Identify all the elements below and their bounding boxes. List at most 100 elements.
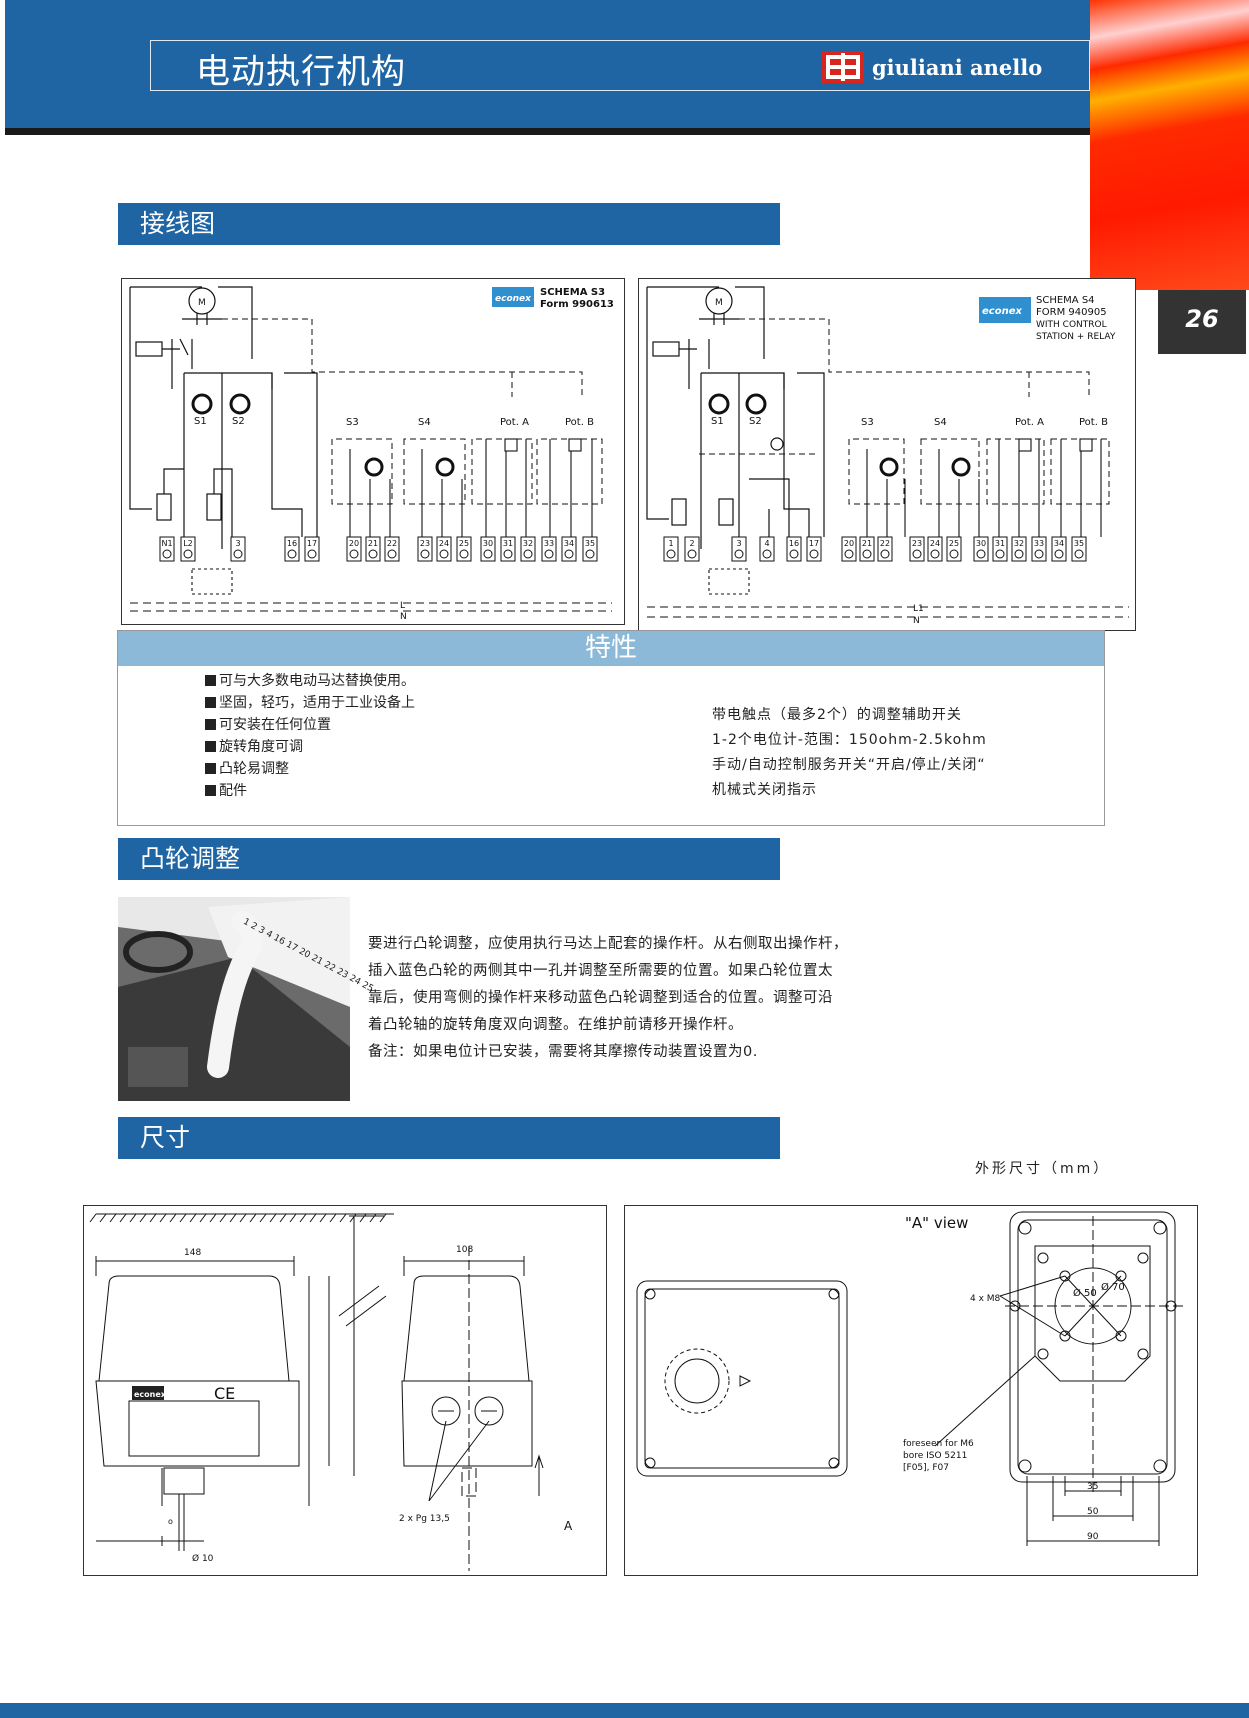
dim-arrow-a: A bbox=[564, 1519, 573, 1533]
terminal-label: 3 bbox=[235, 539, 240, 548]
dimension-drawing-side: econex CE 148 108 Ø 10 o 2 x Pg 13,5 A bbox=[83, 1205, 607, 1576]
s4-label-s1: S1 bbox=[711, 416, 724, 427]
dimensions-unit-note: 外形尺寸（mm） bbox=[975, 1161, 1111, 1177]
terminal-label: 16 bbox=[287, 539, 297, 548]
s3-label-motor: M bbox=[198, 298, 206, 308]
terminal-screw-icon bbox=[420, 549, 430, 559]
terminal-label: 30 bbox=[483, 539, 493, 548]
cam-line: 插入蓝色凸轮的两侧其中一孔并调整至所需要的位置。如果凸轮位置太 bbox=[368, 963, 833, 979]
terminal-label: L2 bbox=[183, 539, 193, 548]
terminal-label: 30 bbox=[976, 539, 986, 548]
s3-label-s3: S3 bbox=[346, 417, 359, 428]
terminal-screw-icon bbox=[762, 549, 772, 559]
terminal-screw-icon bbox=[585, 549, 595, 559]
terminal-label: 4 bbox=[764, 539, 769, 548]
dim-shaft-dia: Ø 10 bbox=[192, 1553, 214, 1564]
features-right-list: 带电触点（最多2个）的调整辅助开关 1-2个电位计-范围：150ohm-2.5k… bbox=[712, 703, 987, 803]
terminal-label: 33 bbox=[544, 539, 554, 548]
s3-form-label: Form 990613 bbox=[540, 299, 614, 310]
terminal-screw-icon bbox=[912, 549, 922, 559]
dim-bolt-label: 4 x M8 bbox=[970, 1294, 1001, 1304]
footer-band bbox=[0, 1703, 1249, 1718]
s4-form-label: FORM 940905 bbox=[1036, 307, 1107, 318]
terminal-label: 22 bbox=[387, 539, 397, 548]
dim-50: 50 bbox=[1087, 1507, 1099, 1517]
title-frame bbox=[150, 40, 1090, 91]
feature-right-item: 机械式关闭指示 bbox=[712, 782, 817, 798]
s3-schema-label: SCHEMA S3 bbox=[540, 287, 605, 298]
s4-label-n: N bbox=[913, 616, 920, 626]
section-heading-wiring: 接线图 bbox=[118, 203, 780, 245]
cam-photo: 1 2 3 4 16 17 20 21 22 23 24 25 bbox=[118, 897, 375, 1101]
cam-line: 靠后，使用弯侧的操作杆来移动蓝色凸轮调整到适合的位置。调整可沿 bbox=[368, 990, 833, 1006]
s3-label-pota: Pot. A bbox=[500, 417, 529, 428]
s3-label-potb: Pot. B bbox=[565, 417, 594, 428]
dim-shaft-mark: o bbox=[168, 1517, 173, 1526]
terminal-screw-icon bbox=[349, 549, 359, 559]
terminal-label: 24 bbox=[930, 539, 940, 548]
terminal-label: 35 bbox=[1074, 539, 1084, 548]
page-title: 电动执行机构 bbox=[196, 52, 406, 92]
features-heading: 特性 bbox=[118, 631, 1104, 666]
brand-name: giuliani anello bbox=[872, 54, 1043, 80]
terminal-screw-icon bbox=[1034, 549, 1044, 559]
feature-item: 坚固，轻巧，适用于工业设备上 bbox=[205, 692, 415, 714]
section-heading-dimensions: 尺寸 bbox=[118, 1117, 780, 1159]
terminal-screw-icon bbox=[503, 549, 513, 559]
terminal-screw-icon bbox=[287, 549, 297, 559]
dim-90: 90 bbox=[1087, 1532, 1099, 1542]
terminal-screw-icon bbox=[687, 549, 697, 559]
terminal-screw-icon bbox=[483, 549, 493, 559]
terminal-screw-icon bbox=[523, 549, 533, 559]
terminal-screw-icon bbox=[809, 549, 819, 559]
terminal-label: 21 bbox=[368, 539, 378, 548]
terminal-screw-icon bbox=[930, 549, 940, 559]
cam-line: 要进行凸轮调整，应使用执行马达上配套的操作杆。从右侧取出操作杆， bbox=[368, 936, 848, 952]
terminal-screw-icon bbox=[307, 549, 317, 559]
terminal-screw-icon bbox=[387, 549, 397, 559]
terminal-screw-icon bbox=[844, 549, 854, 559]
terminal-screw-icon bbox=[439, 549, 449, 559]
feature-item: 可与大多数电动马达替换使用。 bbox=[205, 670, 415, 692]
terminal-screw-icon bbox=[459, 549, 469, 559]
s4-note2: STATION + RELAY bbox=[1036, 332, 1116, 342]
terminal-label: 17 bbox=[307, 539, 317, 548]
header-divider bbox=[5, 128, 1165, 135]
features-box bbox=[117, 630, 1105, 826]
s3-label-s2: S2 bbox=[232, 416, 245, 427]
feature-right-item: 带电触点（最多2个）的调整辅助开关 bbox=[712, 707, 962, 723]
dim-note-1: foreseen for M6 bbox=[903, 1439, 974, 1449]
terminal-label: 32 bbox=[523, 539, 533, 548]
section-heading-cam: 凸轮调整 bbox=[118, 838, 780, 880]
s4-label-motor: M bbox=[715, 298, 723, 308]
s4-label-potb: Pot. B bbox=[1079, 417, 1108, 428]
feature-item: 旋转角度可调 bbox=[205, 736, 415, 758]
page-number-box bbox=[1158, 290, 1246, 354]
header-band bbox=[5, 0, 1090, 130]
s4-label-pota: Pot. A bbox=[1015, 417, 1044, 428]
terminal-screw-icon bbox=[1054, 549, 1064, 559]
s3-label-l: L bbox=[400, 601, 405, 611]
terminal-screw-icon bbox=[949, 549, 959, 559]
dim-d70: Ø 70 bbox=[1101, 1281, 1125, 1293]
terminal-label: 35 bbox=[585, 539, 595, 548]
dim-pg-label: 2 x Pg 13,5 bbox=[399, 1514, 450, 1524]
dim-width-108: 108 bbox=[456, 1245, 473, 1255]
terminal-label: 22 bbox=[880, 539, 890, 548]
s4-note1: WITH CONTROL bbox=[1036, 320, 1107, 330]
terminal-screw-icon bbox=[1014, 549, 1024, 559]
brand-logo: giuliani anello bbox=[822, 50, 1042, 84]
feature-right-item: 1-2个电位计-范围：150ohm-2.5kohm bbox=[712, 732, 987, 748]
s3-label-s1: S1 bbox=[194, 416, 207, 427]
terminal-screw-icon bbox=[233, 549, 243, 559]
dim-note-3: [F05], F07 bbox=[903, 1463, 949, 1473]
cam-line: 着凸轮轴的旋转角度双向调整。在维护前请移开操作杆。 bbox=[368, 1017, 743, 1033]
terminal-screw-icon bbox=[995, 549, 1005, 559]
terminal-label: 17 bbox=[809, 539, 819, 548]
s4-label-s4: S4 bbox=[934, 417, 947, 428]
dim-brand-plate: econex bbox=[134, 1390, 167, 1399]
terminal-label: 24 bbox=[439, 539, 449, 548]
terminal-label: 33 bbox=[1034, 539, 1044, 548]
